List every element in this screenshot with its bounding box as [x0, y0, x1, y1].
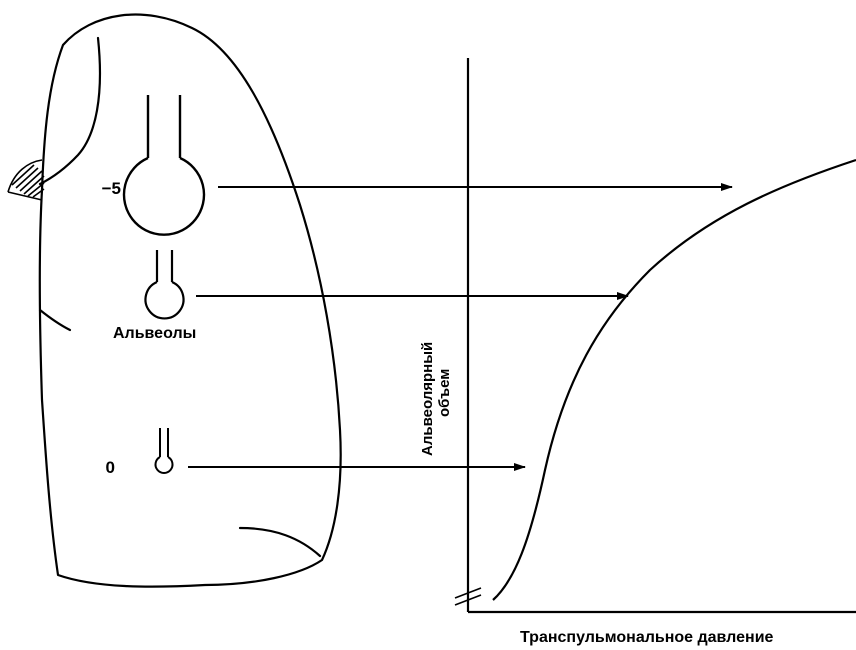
y-axis-label-line1: Альвеолярный — [419, 342, 436, 456]
lung-outline — [40, 15, 341, 587]
lung-notch-line — [40, 310, 70, 330]
compliance-curve — [493, 160, 856, 600]
alveoli-label: Альвеолы — [113, 325, 196, 342]
x-axis-label: Транспульмональное давление — [520, 629, 774, 646]
y-axis-label: Альвеолярный объем — [419, 342, 453, 456]
y-axis-label-line2: объем — [436, 369, 453, 417]
alveolus-large — [124, 95, 204, 235]
lung — [40, 15, 341, 587]
lung-base-curve — [240, 528, 320, 556]
pressure-label-bottom: 0 — [106, 458, 115, 477]
alveolus-medium — [145, 250, 183, 318]
lung-fissure-line — [40, 38, 100, 184]
bronchus-stub — [8, 160, 44, 200]
pressure-label-top: −5 — [102, 179, 121, 198]
alveolus-small — [155, 428, 172, 473]
